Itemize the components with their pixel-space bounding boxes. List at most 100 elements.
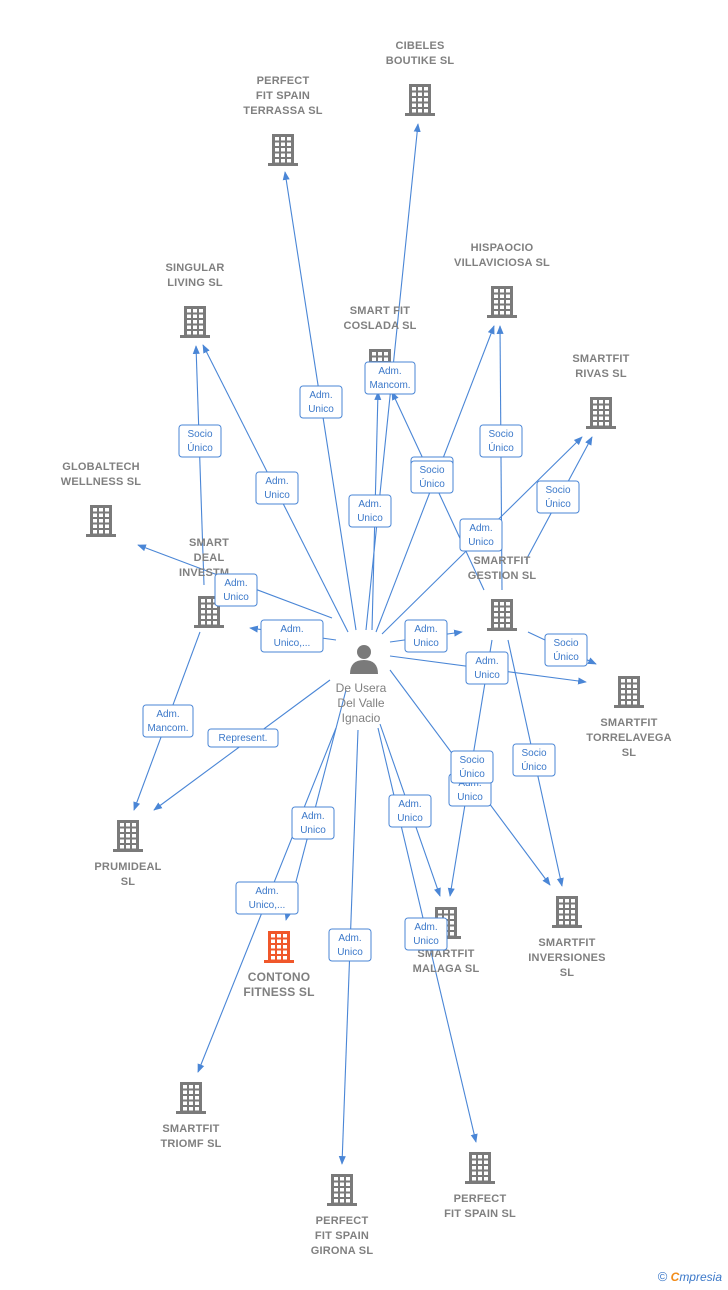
building-window bbox=[450, 921, 454, 925]
building-icon[interactable] bbox=[180, 306, 210, 338]
building-window bbox=[189, 1096, 193, 1100]
edge-label-text: Único bbox=[419, 477, 445, 490]
building-window bbox=[340, 1193, 344, 1197]
building-window bbox=[187, 320, 191, 324]
building-base bbox=[264, 960, 294, 963]
edge-label-text: Socio bbox=[419, 465, 444, 476]
building-window bbox=[599, 422, 603, 426]
building-icon[interactable] bbox=[487, 286, 517, 318]
building-icon[interactable] bbox=[264, 931, 294, 963]
building-window bbox=[384, 357, 388, 361]
building-window bbox=[571, 915, 575, 919]
edge-label-text: Unico bbox=[474, 670, 500, 681]
building-icon[interactable] bbox=[86, 505, 116, 537]
building-icon[interactable] bbox=[552, 896, 582, 928]
building-icon[interactable] bbox=[268, 134, 298, 166]
person-icon[interactable] bbox=[350, 645, 378, 674]
building-window bbox=[213, 621, 217, 625]
edge-label-person-smartdeal[interactable]: Adm.Unico,... bbox=[260, 619, 324, 653]
building-window bbox=[438, 915, 442, 919]
edge-label-box bbox=[364, 361, 416, 395]
building-window bbox=[287, 153, 291, 157]
edge-label-text: Único bbox=[545, 497, 571, 510]
building-window bbox=[207, 610, 211, 614]
node-label: BOUTIKE SL bbox=[386, 55, 455, 67]
edge-label-text: Socio bbox=[187, 429, 212, 440]
edge-label-person-triomf[interactable]: Adm.Unico,... bbox=[235, 881, 299, 915]
node-label: PERFECT bbox=[316, 1215, 369, 1227]
edge-label-person-cibeles[interactable]: Adm.Mancom. bbox=[364, 361, 416, 395]
node-label: SMART FIT bbox=[350, 305, 411, 317]
brand-initial: C bbox=[670, 1270, 680, 1284]
edge-label-person-pf_terrassa[interactable]: Adm.Unico bbox=[299, 385, 343, 419]
edge-label-text: Adm. bbox=[301, 811, 324, 822]
edge-label-box bbox=[348, 494, 392, 528]
building-icon[interactable] bbox=[176, 1082, 206, 1114]
edge-label-person-perfectfit[interactable]: Adm.Unico bbox=[404, 917, 448, 951]
building-window bbox=[506, 602, 510, 606]
node-label: PERFECT bbox=[257, 75, 310, 87]
building-window bbox=[412, 92, 416, 96]
building-window bbox=[183, 1096, 187, 1100]
edge-label-text: Adm. bbox=[255, 886, 278, 897]
edge-label-text: Unico bbox=[457, 792, 483, 803]
edge-label-text: Unico bbox=[223, 592, 249, 603]
edge-label-person-torrelavega[interactable]: Adm.Unico bbox=[465, 651, 509, 685]
footer-brand: © Cmpresia bbox=[658, 1269, 722, 1284]
building-window bbox=[372, 352, 376, 356]
building-icon[interactable] bbox=[405, 84, 435, 116]
edge-label-box bbox=[536, 480, 580, 514]
edge-label-person-prumideal[interactable]: Represent. bbox=[207, 728, 279, 748]
building-icon[interactable] bbox=[113, 820, 143, 852]
edge-label-person-malaga[interactable]: Adm.Unico bbox=[388, 794, 432, 828]
building-window bbox=[506, 618, 510, 622]
building-icon[interactable] bbox=[465, 1152, 495, 1184]
edge-label-person-rivas[interactable]: Adm.Unico bbox=[459, 518, 503, 552]
building-window bbox=[189, 1101, 193, 1105]
building-window bbox=[500, 305, 504, 309]
node-label: SMARTFIT bbox=[572, 353, 629, 365]
edge-label-smartdeal-prumideal[interactable]: Adm.Mancom. bbox=[142, 704, 194, 738]
building-base bbox=[614, 705, 644, 708]
edge-label-person-girona[interactable]: Adm.Unico bbox=[328, 928, 372, 962]
edge-label-person-globaltech[interactable]: Adm.Unico bbox=[214, 573, 258, 607]
edge-label-person-singular[interactable]: Adm.Unico bbox=[255, 471, 299, 505]
building-icon[interactable] bbox=[327, 1174, 357, 1206]
building-window bbox=[207, 599, 211, 603]
building-icon[interactable] bbox=[487, 599, 517, 631]
building-window bbox=[506, 311, 510, 315]
building-icon[interactable] bbox=[614, 676, 644, 708]
building-base bbox=[327, 1203, 357, 1206]
edge-label-person-coslada[interactable]: Adm.Unico bbox=[348, 494, 392, 528]
building-icon[interactable] bbox=[194, 596, 224, 628]
building-icon[interactable] bbox=[586, 397, 616, 429]
building-window bbox=[605, 405, 609, 409]
building-window bbox=[99, 524, 103, 528]
edge-label-person-contono[interactable]: Adm.Unico bbox=[291, 806, 335, 840]
building-window bbox=[271, 956, 275, 960]
edge-label-person-gestion[interactable]: Adm.Unico bbox=[404, 619, 448, 653]
